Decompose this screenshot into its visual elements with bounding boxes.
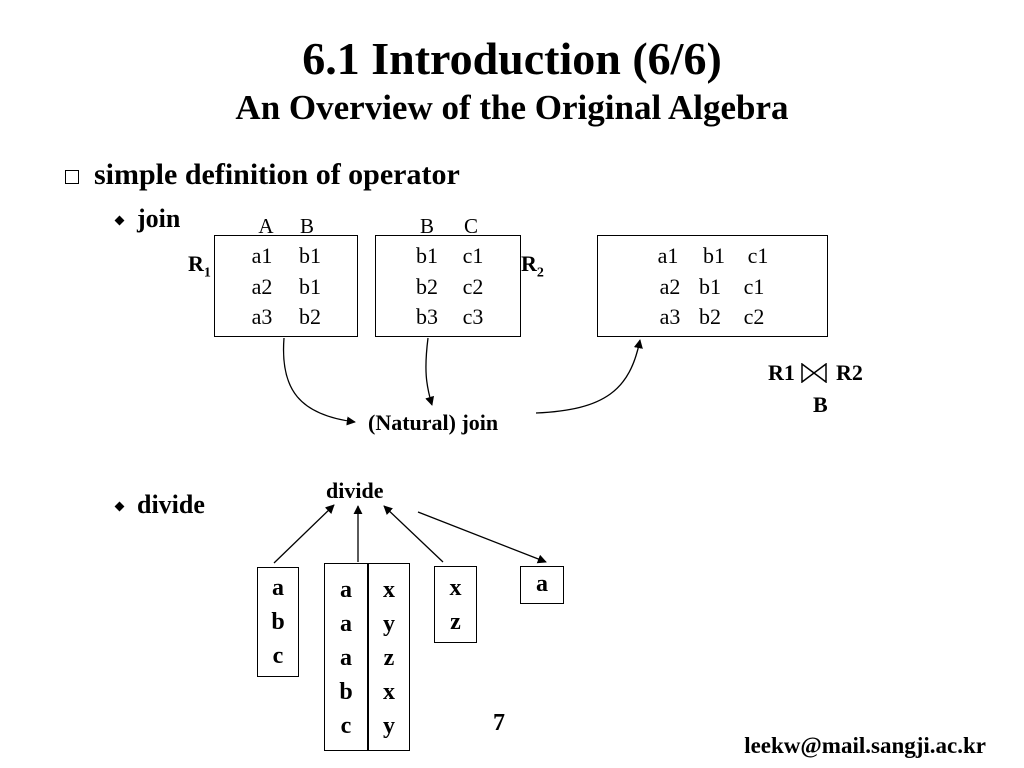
r1-cell: b1 bbox=[299, 274, 321, 299]
table-value: z bbox=[383, 645, 395, 671]
join-expression-right: R2 bbox=[836, 360, 863, 385]
table-value: x bbox=[383, 679, 395, 705]
r2-cell: b3 bbox=[416, 304, 438, 329]
r1-header-b: B bbox=[299, 214, 314, 238]
r2-cell: b2 bbox=[416, 274, 438, 299]
arrow-r1-to-join bbox=[282, 337, 356, 426]
divisor-value: z bbox=[450, 609, 461, 635]
main-bullet-text: simple definition of operator bbox=[94, 158, 460, 191]
join-expression-left: R1 bbox=[768, 360, 795, 385]
join-bullet-text: join bbox=[137, 204, 181, 233]
table-value: a bbox=[340, 611, 352, 637]
table-value: b bbox=[339, 679, 353, 705]
divide-table-box: a a a b c x y z x y bbox=[324, 563, 410, 751]
divide-label: divide bbox=[326, 478, 384, 503]
result-cell: b2 bbox=[699, 304, 721, 329]
column-divider bbox=[367, 564, 369, 750]
r2-header-b: B bbox=[419, 214, 434, 238]
result-cell: c2 bbox=[743, 304, 765, 329]
relation-value: b bbox=[271, 609, 285, 635]
r1-cell: a1 bbox=[251, 243, 273, 268]
slide-title: 6.1 Introduction (6/6) bbox=[302, 33, 722, 84]
relation-value: a bbox=[272, 575, 284, 601]
result-cell: b1 bbox=[703, 243, 725, 268]
table-value: c bbox=[340, 713, 352, 739]
result-cell: c1 bbox=[747, 243, 769, 268]
arrow-divide-to-result bbox=[417, 511, 547, 564]
square-bullet-icon bbox=[65, 170, 79, 184]
r1-cell: b2 bbox=[299, 304, 321, 329]
r1-label: R1 bbox=[188, 251, 211, 281]
arrow-join-to-result bbox=[535, 339, 643, 414]
r1-table: a1 b1 a2 b1 a3 b2 bbox=[214, 235, 358, 337]
join-result-table: a1 b1 c1 a2 b1 c1 a3 b2 c2 bbox=[597, 235, 828, 337]
r1-cell: a3 bbox=[251, 304, 273, 329]
page-number: 7 bbox=[493, 710, 505, 736]
arrow-dividend-to-divide bbox=[273, 504, 335, 564]
result-cell: a2 bbox=[659, 274, 681, 299]
divide-result-value: a bbox=[536, 571, 548, 597]
arrow-r2-to-join bbox=[425, 337, 435, 406]
join-attribute-label: B bbox=[813, 392, 828, 417]
result-cell: b1 bbox=[699, 274, 721, 299]
table-value: a bbox=[340, 645, 352, 671]
table-value: x bbox=[383, 577, 395, 603]
relation-value: c bbox=[272, 643, 284, 669]
r1-header-a: A bbox=[258, 214, 274, 238]
r2-cell: b1 bbox=[416, 243, 438, 268]
arrow-divisor-to-divide bbox=[383, 505, 444, 563]
r2-cell: c3 bbox=[462, 304, 484, 329]
divide-bullet-text: divide bbox=[137, 490, 205, 519]
table-value: a bbox=[340, 577, 352, 603]
r2-cell: c1 bbox=[462, 243, 484, 268]
r1-cell: a2 bbox=[251, 274, 273, 299]
dividend-relation-box: a b c bbox=[257, 567, 299, 677]
slide-subtitle: An Overview of the Original Algebra bbox=[235, 88, 789, 127]
r2-cell: c2 bbox=[462, 274, 484, 299]
divisor-box: x z bbox=[434, 566, 477, 643]
divide-result-box: a bbox=[520, 566, 564, 604]
divisor-value: x bbox=[449, 575, 462, 601]
result-cell: c1 bbox=[743, 274, 765, 299]
result-cell: a3 bbox=[659, 304, 681, 329]
r2-table: b1 c1 b2 c2 b3 c3 bbox=[375, 235, 521, 337]
r2-header-c: C bbox=[463, 214, 478, 238]
r2-label: R2 bbox=[521, 251, 544, 281]
table-value: y bbox=[383, 611, 395, 637]
footer-email: leekw@mail.sangji.ac.kr bbox=[744, 733, 986, 758]
table-value: y bbox=[383, 713, 395, 739]
natural-join-label: (Natural) join bbox=[368, 410, 499, 435]
result-cell: a1 bbox=[657, 243, 679, 268]
r1-cell: b1 bbox=[299, 243, 321, 268]
bowtie-join-icon bbox=[801, 363, 827, 383]
